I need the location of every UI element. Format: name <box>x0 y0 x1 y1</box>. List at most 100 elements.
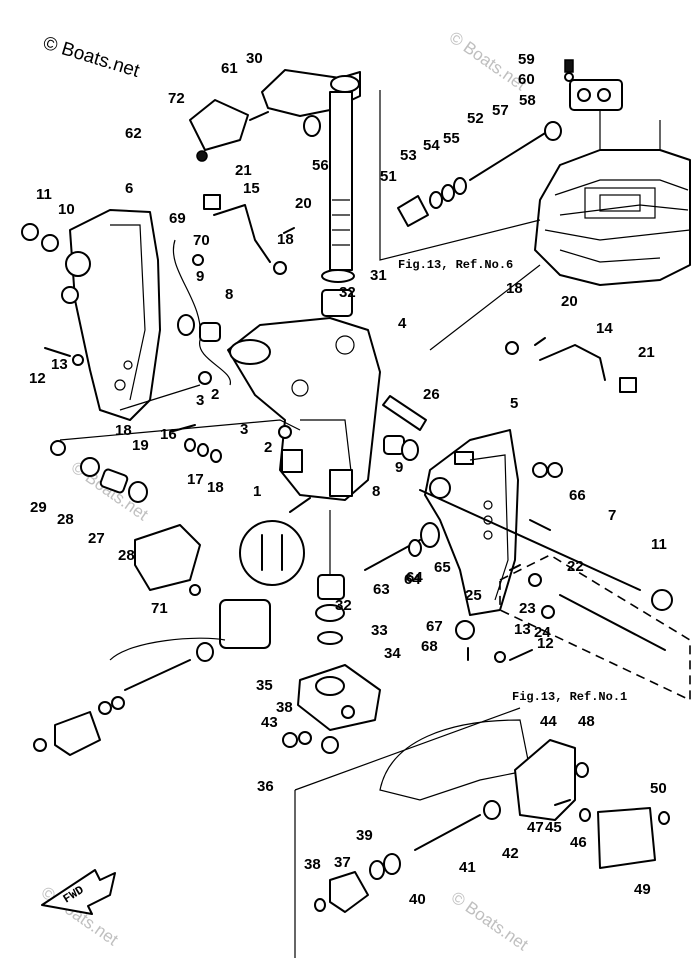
assembly-22-outline <box>499 554 691 702</box>
callout-18: 18 <box>207 479 224 496</box>
callout-36: 36 <box>257 778 274 795</box>
callout-16: 16 <box>160 426 177 443</box>
screw-50 <box>658 811 670 825</box>
callout-59: 59 <box>518 51 535 68</box>
knob-21-upper <box>203 194 221 210</box>
callout-52: 52 <box>467 110 484 127</box>
washer-a <box>98 701 112 715</box>
collar-16 <box>184 438 196 452</box>
callout-1: 1 <box>253 483 261 500</box>
callout-62: 62 <box>125 125 142 142</box>
callout-57: 57 <box>492 102 509 119</box>
nut-48 <box>575 762 589 778</box>
mount-rubber-51 <box>397 195 429 227</box>
callout-9: 9 <box>196 268 204 285</box>
spring-20-upper <box>283 227 295 234</box>
callout-71: 71 <box>151 600 168 617</box>
callout-47: 47 <box>527 819 544 836</box>
callout-43: 43 <box>261 714 278 731</box>
spring-25 <box>509 564 521 571</box>
washer-left-mount <box>196 642 214 662</box>
callout-24: 24 <box>534 624 551 641</box>
stopper-67 <box>455 620 475 640</box>
callout-14: 14 <box>596 320 613 337</box>
callout-49: 49 <box>634 881 651 898</box>
washer-13-right <box>494 651 506 663</box>
callout-20: 20 <box>561 293 578 310</box>
callout-44: 44 <box>540 713 557 730</box>
callout-72: 72 <box>168 90 185 107</box>
clamp-bracket-left <box>61 209 161 421</box>
grease-plate <box>189 99 249 151</box>
bolt-12-right <box>509 649 533 661</box>
callout-69: 69 <box>169 210 186 227</box>
callout-18: 18 <box>506 280 523 297</box>
nut-11-right <box>651 589 673 611</box>
clamp-bracket-right <box>424 429 519 616</box>
callout-64: 64 <box>404 571 421 588</box>
washer-38-bottom <box>314 898 326 912</box>
washer-13-left <box>72 354 84 366</box>
callout-31: 31 <box>370 267 387 284</box>
callout-18: 18 <box>277 231 294 248</box>
bushing-18-lower-left <box>210 449 222 463</box>
callout-64: 64 <box>406 569 423 586</box>
knob-21-right <box>619 377 637 393</box>
callout-28: 28 <box>118 547 135 564</box>
washer-b <box>111 696 125 710</box>
lower-mount-hole <box>315 676 345 696</box>
callout-34: 34 <box>384 645 401 662</box>
callout-27: 27 <box>88 530 105 547</box>
callout-20: 20 <box>295 195 312 212</box>
upper-mount-rubber <box>321 289 353 317</box>
callout-7: 7 <box>608 507 616 524</box>
callout-60: 60 <box>518 71 535 88</box>
callout-38: 38 <box>276 699 293 716</box>
callout-8: 8 <box>372 483 380 500</box>
callout-46: 46 <box>570 834 587 851</box>
leader-fig13-no6-top <box>379 90 541 261</box>
upper-mount-bracket <box>564 59 623 111</box>
pin-24 <box>541 605 555 619</box>
callout-2: 2 <box>264 439 272 456</box>
washer-9-lower <box>401 439 419 461</box>
callout-40: 40 <box>409 891 426 908</box>
nut-left-mount <box>33 738 47 752</box>
hose-loop <box>109 637 226 661</box>
washer-55 <box>453 177 467 195</box>
callout-48: 48 <box>578 713 595 730</box>
callout-11: 11 <box>651 536 667 553</box>
callout-61: 61 <box>221 60 238 77</box>
callout-42: 42 <box>502 845 519 862</box>
tilt-tube <box>419 489 641 591</box>
detail-inset <box>239 520 305 586</box>
lower-mount-rubber-37 <box>329 871 369 913</box>
callout-12: 12 <box>537 635 554 652</box>
ref-fig13-no1: Fig.13, Ref.No.1 <box>512 690 627 704</box>
washer-33 <box>315 604 345 622</box>
callout-11: 11 <box>36 186 52 203</box>
watermark-bottom-right: © Boats.net <box>448 888 532 955</box>
leader-group-18-left <box>59 419 301 441</box>
callout-55: 55 <box>443 130 460 147</box>
nut-43 <box>282 732 298 748</box>
leader-group-3-left <box>119 384 201 411</box>
clip-23 <box>528 573 542 587</box>
callout-53: 53 <box>400 147 417 164</box>
nut-29 <box>50 440 66 456</box>
callout-67: 67 <box>426 618 443 635</box>
callout-22: 22 <box>567 558 584 575</box>
callout-10: 10 <box>58 201 75 218</box>
callout-37: 37 <box>334 854 351 871</box>
callout-17: 17 <box>187 471 204 488</box>
callout-30: 30 <box>246 50 263 67</box>
wire-harness-69 <box>172 239 231 386</box>
callout-9: 9 <box>395 459 403 476</box>
callout-39: 39 <box>356 827 373 844</box>
swivel-bracket <box>227 317 381 501</box>
lower-mount-bolt-hole <box>341 705 355 719</box>
steering-bushing <box>303 115 321 137</box>
callout-26: 26 <box>423 386 440 403</box>
